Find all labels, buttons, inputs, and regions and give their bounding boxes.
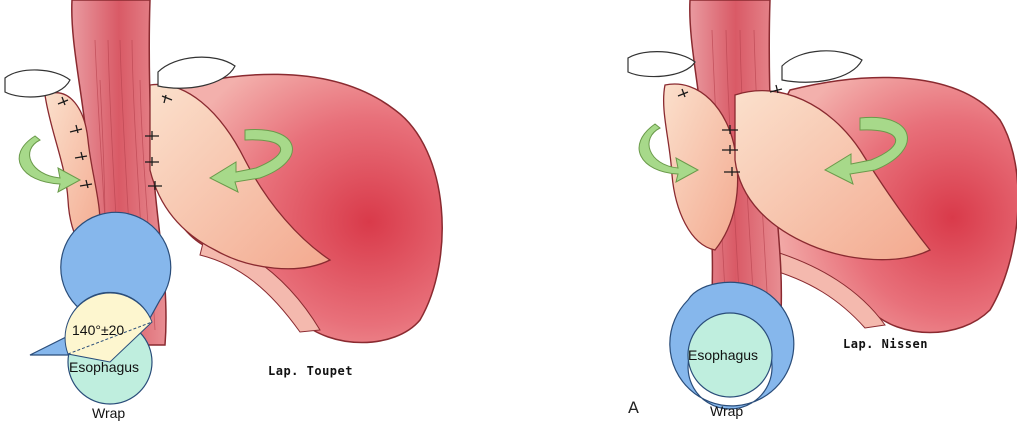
nissen-panel: Esophagus Wrap — [628, 0, 1017, 419]
nissen-cross-section: Esophagus Wrap — [670, 282, 794, 419]
nissen-caption: Lap. Nissen — [843, 337, 928, 351]
toupet-wrap-label: Wrap — [92, 405, 125, 421]
toupet-cross-section: 140°±20 Esophagus Wrap — [30, 212, 171, 421]
toupet-angle-label: 140°±20 — [72, 322, 124, 338]
toupet-esophagus-label: Esophagus — [69, 359, 139, 375]
toupet-caption: Lap. Toupet — [268, 364, 353, 378]
nissen-wrap-label: Wrap — [710, 403, 743, 419]
left-retractor-nissen — [628, 52, 695, 77]
stray-mark: A — [628, 398, 639, 417]
nissen-esophagus-label: Esophagus — [688, 347, 758, 363]
toupet-panel: 140°±20 Esophagus Wrap — [5, 0, 442, 421]
right-retractor-nissen — [782, 51, 862, 82]
